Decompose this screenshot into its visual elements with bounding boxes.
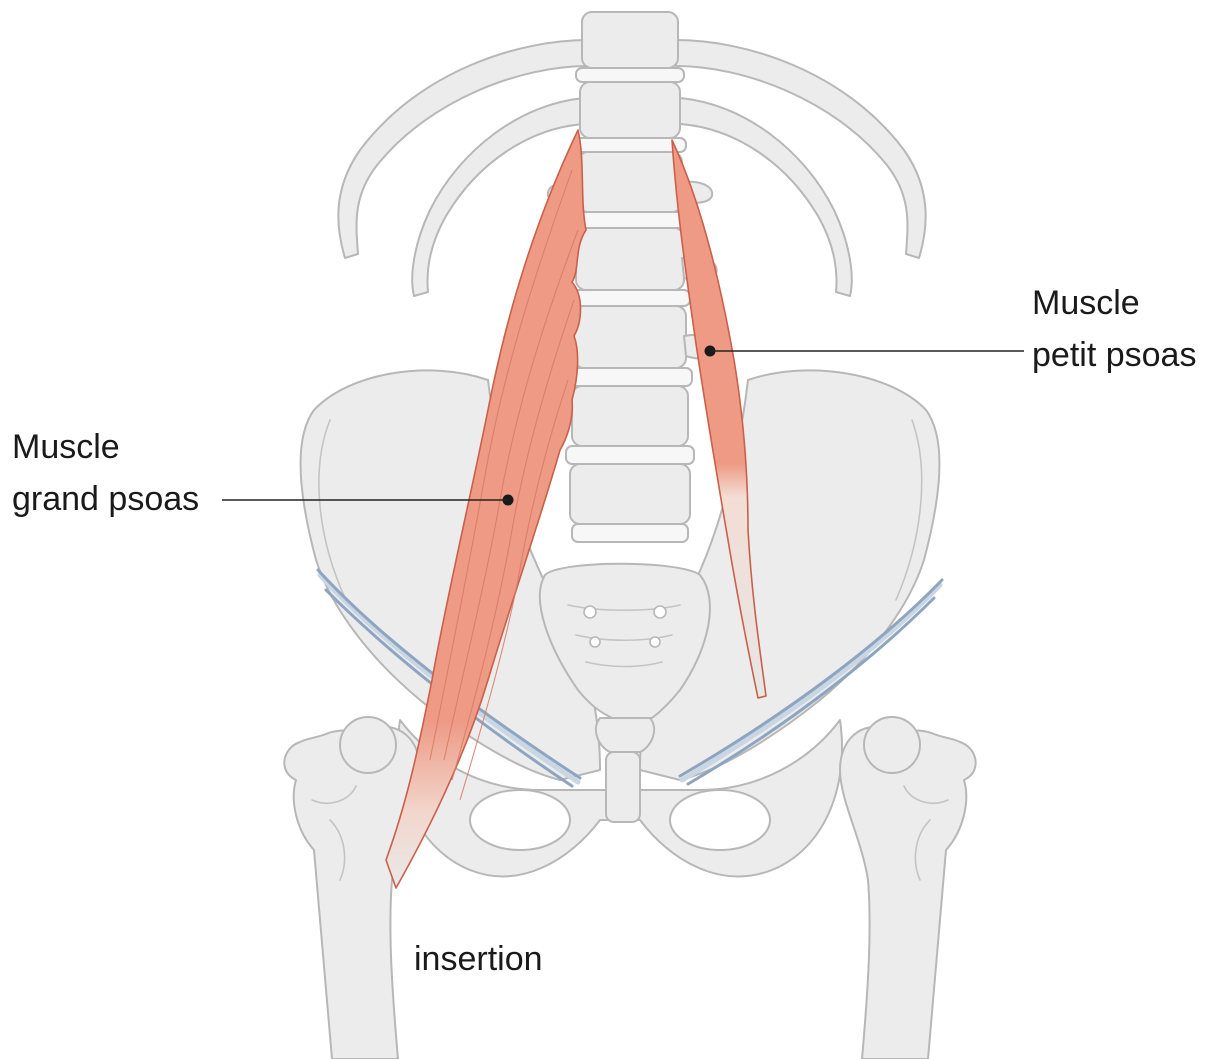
coccyx: [596, 718, 654, 752]
rib-right-upper: [676, 40, 926, 258]
label-line-1: Muscle: [1032, 284, 1140, 322]
femur-right: [840, 717, 976, 1059]
insertion-label: insertion: [414, 940, 543, 978]
label-line-2: petit psoas: [1032, 336, 1196, 374]
label-insertion: insertion: [414, 940, 543, 978]
pubic-symphysis: [606, 752, 640, 822]
label-line-2: grand psoas: [12, 480, 199, 518]
obturator-foramen-right: [670, 790, 770, 850]
label-petit-psoas: Muscle petit psoas: [705, 284, 1197, 374]
obturator-foramen-left: [470, 790, 570, 850]
femur-left: [284, 717, 420, 1059]
label-line-1: Muscle: [12, 428, 120, 466]
